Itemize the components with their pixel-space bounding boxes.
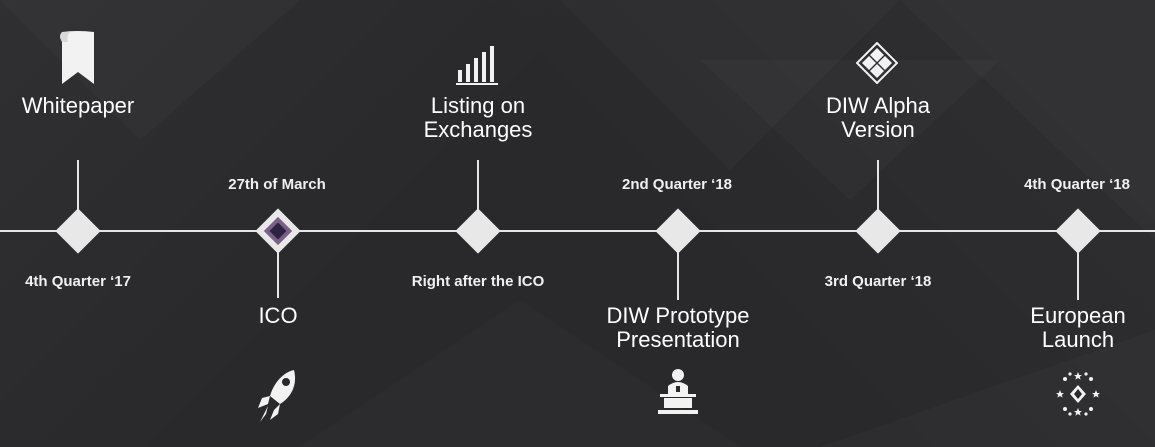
milestone-date-whitepaper: 4th Quarter ‘17 <box>25 273 131 290</box>
title-line-2: Launch <box>1041 327 1115 352</box>
stem-whitepaper <box>77 160 79 216</box>
stem-ico <box>277 248 279 298</box>
milestone-title-alpha: DIW Alpha Version <box>826 94 930 142</box>
title-line-1: DIW Prototype <box>606 303 750 328</box>
stem-listing <box>477 160 479 216</box>
milestone-title-listing: Listing on Exchanges <box>424 94 533 142</box>
bookmark-icon <box>60 31 94 84</box>
timeline-line <box>0 230 1155 232</box>
title-line-1: Listing on <box>430 93 526 118</box>
stem-prototype <box>677 248 679 300</box>
rocket-icon <box>258 370 296 422</box>
title-line-2: Exchanges <box>423 117 533 142</box>
eu-stars-icon <box>1056 372 1100 416</box>
podium-icon <box>658 369 698 414</box>
milestone-title-whitepaper: Whitepaper <box>21 93 135 118</box>
bar-chart-icon <box>456 46 498 85</box>
stem-european <box>1077 248 1079 300</box>
milestone-date-european: 4th Quarter ‘18 <box>1024 176 1130 193</box>
milestone-title-prototype: DIW Prototype Presentation <box>606 304 749 352</box>
diamond-grid-icon <box>856 42 898 84</box>
milestone-date-prototype: 2nd Quarter ‘18 <box>621 176 733 193</box>
title-line-2: Version <box>841 117 915 142</box>
stem-alpha <box>877 160 879 216</box>
title-line-1: DIW Alpha <box>826 93 930 118</box>
milestone-date-alpha: 3rd Quarter ‘18 <box>824 273 932 290</box>
milestone-title-ico: ICO <box>258 303 298 328</box>
title-line-1: European <box>1030 303 1126 328</box>
milestone-title-european: European Launch <box>1030 304 1125 352</box>
title-line-2: Presentation <box>616 327 740 352</box>
milestone-date-ico: 27th of March <box>228 176 326 193</box>
milestone-date-listing: Right after the ICO <box>411 273 545 290</box>
